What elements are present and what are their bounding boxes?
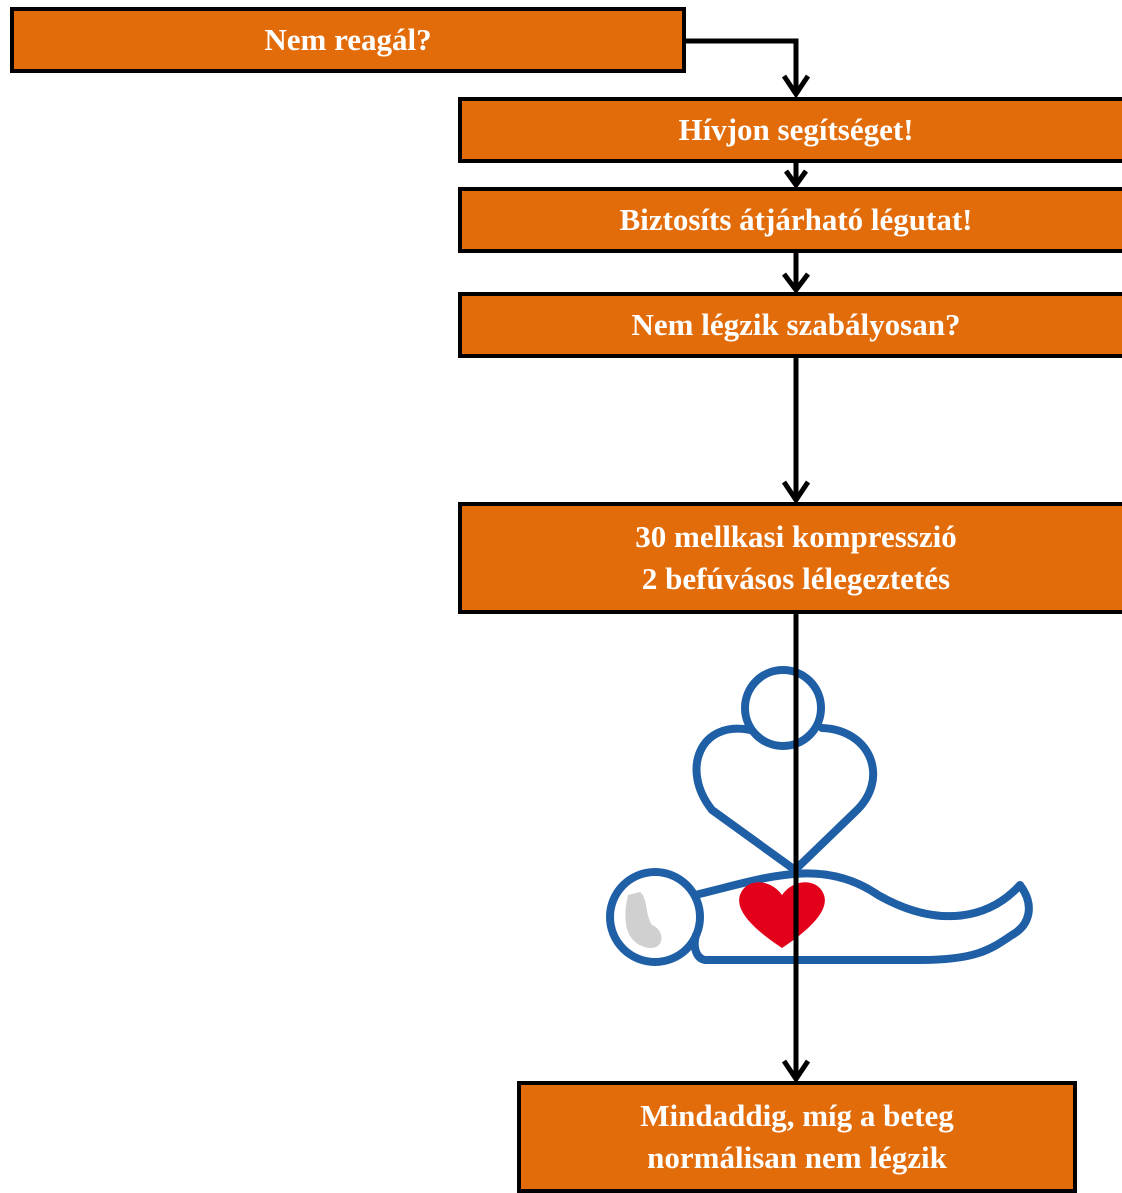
step-label: Nem reagál? (264, 22, 432, 58)
heart-icon (739, 882, 825, 948)
step-call-for-help: Hívjon segítséget! (458, 97, 1122, 163)
step-label-line-1: Mindaddig, míg a beteg (640, 1098, 954, 1134)
step-label: Nem légzik szabályosan? (631, 307, 961, 343)
step-label-line-2: 2 befúvásos lélegeztetés (641, 561, 951, 596)
step-not-breathing-normally: Nem légzik szabályosan? (458, 292, 1122, 358)
step-label: Biztosíts átjárható légutat! (619, 202, 973, 238)
step-open-airway: Biztosíts átjárható légutat! (458, 187, 1122, 253)
step-no-response: Nem reagál? (10, 7, 686, 73)
step-compressions-and-breaths: 30 mellkasi kompresszió 2 befúvásos léle… (458, 502, 1122, 614)
step-label-line-1: 30 mellkasi kompresszió (635, 519, 957, 555)
step-label-line-2: normálisan nem légzik (647, 1140, 947, 1175)
step-label: Hívjon segítséget! (678, 112, 914, 148)
step-continue-until-breathing: Mindaddig, míg a beteg normálisan nem lé… (517, 1081, 1077, 1193)
